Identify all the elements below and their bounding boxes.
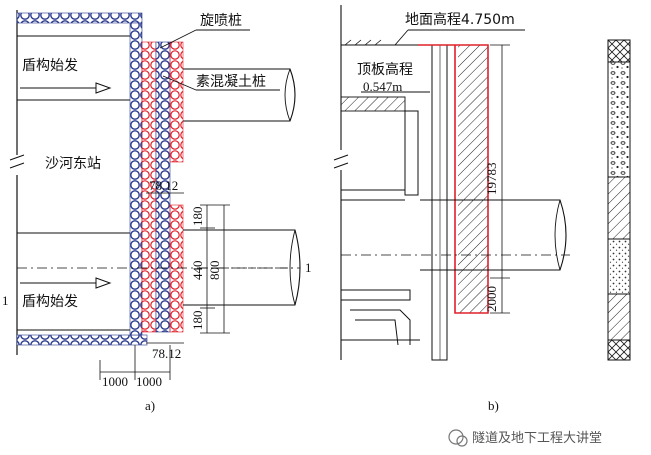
wechat-icon [448,429,464,445]
dim-800: 800 [207,261,222,281]
ground-elevation-label: 地面高程4.750m [405,11,515,28]
figure-b: 地面高程4.750m 顶板高程 0.547m 19783 2000 b) [333,5,570,413]
jet-pile-column-red-bottom [169,204,184,333]
bottom-pile-row [16,334,148,346]
watermark-text: 隧道及地下工程大讲堂 [472,430,602,446]
dim-19783: 19783 [484,163,499,196]
break-mark [9,154,25,169]
plain-concrete-pile-label: 素混凝土桩 [196,73,266,90]
jet-pile-label: 旋喷桩 [200,12,242,29]
soil-column [607,39,631,361]
caption-b: b) [488,398,499,413]
station-wall [404,110,419,196]
section-mark-left: 1 [2,293,9,308]
dim-180-bottom: 180 [190,311,205,331]
soil-layer-clay [607,176,631,240]
shield-start-label-bottom: 盾构始发 [22,294,78,310]
shield-start-label-top: 盾构始发 [22,58,78,74]
roof-elevation-label-1: 顶板高程 [357,61,413,78]
soil-layer-fill [607,39,631,63]
vertical-pile-column [129,22,143,336]
pile-outline-red [418,44,489,314]
station-label: 沙河东站 [45,156,101,172]
soil-layer-sand [607,238,631,295]
dim-1000-left: 1000 [102,374,128,389]
jet-pile-column-blue [155,41,171,333]
pile-hatch [458,45,488,313]
dim-2000: 2000 [484,286,499,312]
dim-78-top: 78.12 [149,178,178,193]
dim-440: 440 [190,261,205,281]
watermark: 隧道及地下工程大讲堂 [448,429,602,447]
dim-78-bottom: 78.12 [152,346,181,361]
leader-jet-pile [159,29,197,49]
soil-layer-rock [607,293,631,341]
soil-layer-gravel [607,61,631,178]
jet-pile-column-red-top [169,41,184,163]
section-mark-right: 1 [305,260,312,275]
dim-1000-right: 1000 [136,374,162,389]
roof-elevation-label-2: 0.547m [363,79,402,94]
dim-180-top: 180 [190,207,205,227]
soil-layer-bottom [607,339,631,361]
shield-direction-arrow-top [20,82,112,94]
leader-plain-pile [162,75,197,91]
caption-a: a) [145,398,155,413]
top-pile-row [16,12,143,24]
diaphragm-wall [431,44,448,361]
roof-slab [340,96,406,112]
figure-a: 旋喷桩 素混凝土桩 盾构始发 盾构始发 沙河东站 78.12 78.12 180… [2,10,312,413]
b-tunnel [420,199,567,271]
shield-direction-arrow-bottom [20,277,112,289]
